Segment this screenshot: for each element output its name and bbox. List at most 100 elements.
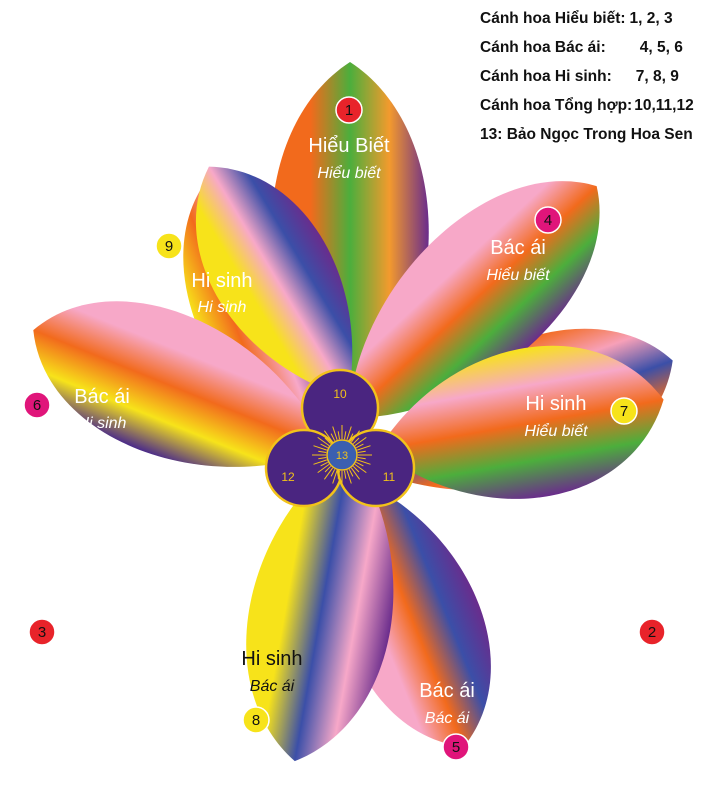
badge-9: 9 [155,232,183,260]
petal-9-sub: Hi sinh [198,299,247,316]
petal-8-shape [246,448,394,762]
petal-4-sub: Hiểu biết [486,266,550,284]
petal-7-shape [378,345,664,499]
jewel-ray [337,470,340,479]
petal-8-title: Hi sinh [241,648,302,670]
jewel-13 [326,439,358,471]
badge-3-num: 3 [38,624,46,641]
jewel-ray [352,465,360,473]
jewel-ray [313,445,327,451]
petal-5-sub: Bác ái [425,710,470,727]
petal-9-shape [195,166,353,398]
jewel-ray [318,450,327,453]
petal-7-title: Hi sinh [525,393,586,415]
badge-2-num: 2 [648,624,656,641]
jewel-ray [320,443,328,449]
jewel-ray [330,469,336,477]
jewel-ray [357,457,366,460]
jewel-ray [354,436,367,447]
badge-6: 6 [23,391,51,419]
legend-row-2: Cánh hoa Bác ái: 4, 5, 6 [480,33,712,62]
badge-8: 8 [242,706,270,734]
jewel-ray [354,463,367,474]
legend-nums-3: 7, 8, 9 [635,67,679,85]
petal-2-sub: Bác ái [554,618,599,635]
legend: Cánh hoa Hiểu biết: 1, 2, 3 Cánh hoa Bác… [480,4,712,149]
center-label-10: 10 [333,387,347,401]
jewel-ray [332,470,338,484]
jewel-ray [320,461,328,467]
badge-7-num: 7 [620,403,628,420]
badge-3-circle [28,618,56,646]
legend-label-5: 13: Bảo Ngọc Trong Hoa Sen [480,125,693,143]
jewel-ray [348,469,354,477]
jewel-ray [317,436,330,447]
petal-6-shape [33,301,330,467]
center-circle-12 [264,428,344,508]
petal-9 [195,166,353,398]
jewel-ray [313,459,327,465]
badge-7-circle [610,397,638,425]
jewel-ray [352,437,360,445]
badge-4-num: 4 [544,212,552,229]
legend-nums-4: 10,11,12 [634,96,694,114]
badge-2: 2 [638,618,666,646]
petal-6-title: Bác ái [74,386,130,408]
jewel-ray [318,457,327,460]
badge-4: 4 [534,206,562,234]
petal-3-title: Hiểu Biết [81,588,163,610]
jewel-ray [317,463,330,474]
jewel-ray [357,445,371,451]
jewel-ray [344,431,347,440]
jewel-ray [357,459,371,465]
badge-1-circle [335,96,363,124]
number-badges: 1 4 9 6 7 3 2 8 5 [23,96,666,761]
jewel-ray [323,467,334,480]
jewel-ray [356,443,364,449]
center-label-12: 12 [281,470,295,484]
petal-9-title: Hi sinh [191,270,252,292]
badge-8-num: 8 [252,712,260,729]
badge-5: 5 [442,733,470,761]
legend-row-5: 13: Bảo Ngọc Trong Hoa Sen [480,120,712,149]
badge-6-num: 6 [33,397,41,414]
badge-5-circle [442,733,470,761]
badge-3: 3 [28,618,56,646]
jewel-ray [350,467,361,480]
petal-4 [348,181,600,419]
jewel-ray [346,426,352,440]
petal-5-title: Bác ái [419,680,475,702]
center: 10 11 12 13 [264,368,416,508]
legend-label-2: Cánh hoa Bác ái: [480,38,606,56]
legend-label-3: Cánh hoa Hi sinh: [480,67,612,85]
petal-4-shape [348,181,600,419]
jewel-ray [330,433,336,441]
legend-label-1: Cánh hoa Hiểu biết: [480,9,626,27]
jewel-ray [350,430,361,443]
badge-2-circle [638,618,666,646]
petal-2-title: Hiểu Biết [535,589,617,611]
legend-row-1: Cánh hoa Hiểu biết: 1, 2, 3 [480,4,712,33]
petal-8-sub: Bác ái [250,678,295,695]
legend-nums-1: 1, 2, 3 [629,9,673,27]
badge-8-circle [242,706,270,734]
badge-6-circle [23,391,51,419]
legend-label-4: Cánh hoa Tổng hợp: [480,96,633,114]
center-label-11: 11 [383,470,396,484]
badge-1-num: 1 [345,102,353,119]
legend-nums-2: 4, 5, 6 [639,38,683,56]
badge-5-num: 5 [452,739,460,756]
petal-4-title: Bác ái [490,237,546,259]
badge-9-circle [155,232,183,260]
jewel-ray [348,433,354,441]
petal-8 [246,448,394,762]
jewel-ray [332,426,338,440]
jewel-ray [346,470,352,484]
badge-4-circle [534,206,562,234]
legend-row-3: Cánh hoa Hi sinh: 7, 8, 9 [480,62,712,91]
jewel-ray [324,465,332,473]
badge-7: 7 [610,397,638,425]
petal-1-sub: Hiểu biết [317,164,381,182]
legend-row-4: Cánh hoa Tổng hợp: 10,11,12 [480,91,712,120]
